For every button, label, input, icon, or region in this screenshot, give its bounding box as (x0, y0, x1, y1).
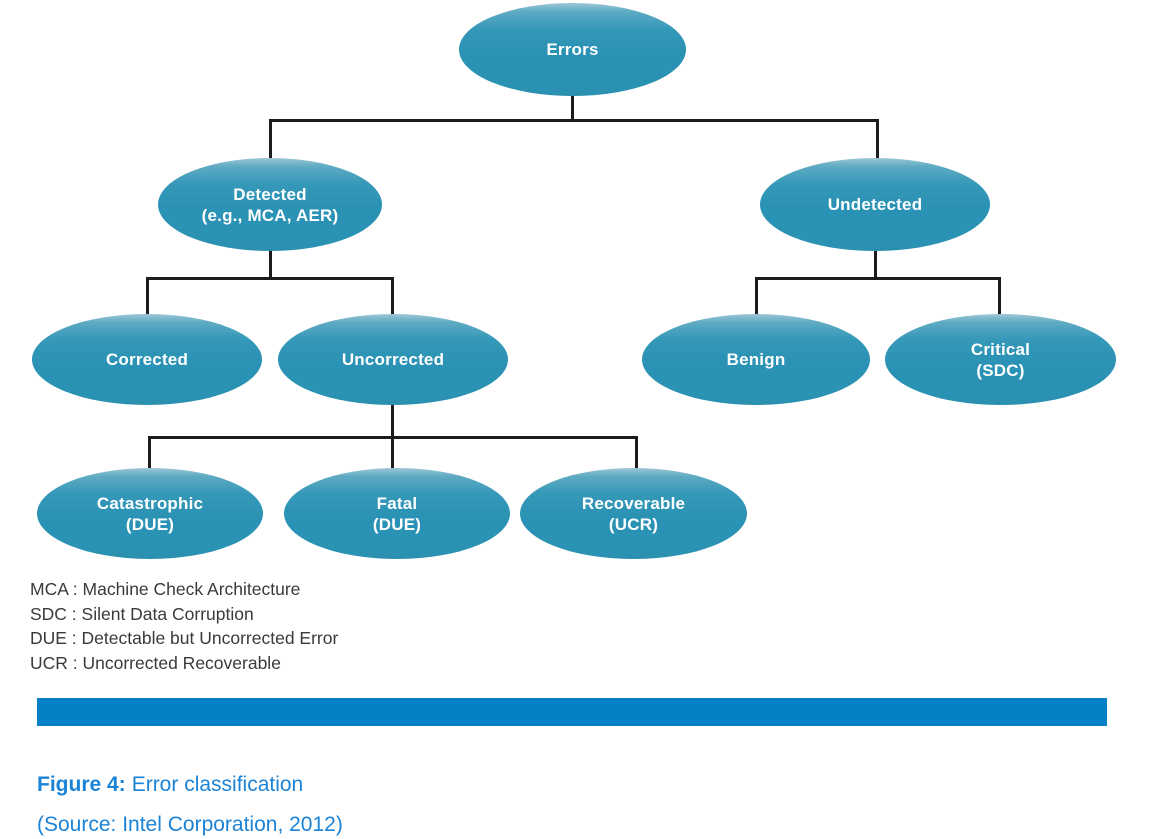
figure-caption: Figure 4:Error classification (Source: I… (37, 765, 343, 839)
node-fatal: Fatal (DUE) (284, 468, 510, 559)
connector-drop-catastrophic (148, 436, 151, 470)
connector-drop-critical (998, 277, 1001, 318)
node-benign: Benign (642, 314, 870, 405)
node-catastrophic: Catastrophic (DUE) (37, 468, 263, 559)
connector-drop-benign (755, 277, 758, 318)
connector-errors-crossbar (269, 119, 879, 122)
connector-undetected-crossbar (755, 277, 1001, 280)
node-uncorrected: Uncorrected (278, 314, 508, 405)
legend-line-sdc: SDC : Silent Data Corruption (30, 603, 254, 624)
legend-line-due: DUE : Detectable but Uncorrected Error (30, 628, 339, 648)
node-undetected: Undetected (760, 158, 990, 251)
legend-line-mca: MCA : Machine Check Architecture (30, 579, 301, 599)
connector-drop-detected (269, 119, 272, 161)
connector-uncorrected-crossbar (148, 436, 638, 439)
figure-title-text: Error classification (131, 773, 304, 796)
node-detected: Detected (e.g., MCA, AER) (158, 158, 382, 251)
connector-detected-crossbar (146, 277, 394, 280)
connector-errors-stem (571, 93, 574, 122)
divider-bar (37, 698, 1107, 726)
figure-number-label: Figure 4: (37, 773, 126, 796)
connector-drop-recoverable (635, 436, 638, 470)
caption-line-title: Figure 4:Error classification (37, 765, 343, 805)
connector-drop-undetected (876, 119, 879, 161)
caption-line-source: (Source: Intel Corporation, 2012) (37, 813, 343, 836)
legend-line-ucr: UCR : Uncorrected Recoverable (30, 652, 281, 673)
node-errors: Errors (459, 3, 686, 96)
node-recoverable: Recoverable (UCR) (520, 468, 747, 559)
connector-detected-stem (269, 249, 272, 280)
connector-drop-corrected (146, 277, 149, 318)
node-critical: Critical (SDC) (885, 314, 1116, 405)
node-corrected: Corrected (32, 314, 262, 405)
abbreviation-legend: MCA : Machine Check Architecture SDC : S… (30, 577, 338, 675)
connector-drop-uncorrected (391, 277, 394, 318)
connector-undetected-stem (874, 249, 877, 280)
